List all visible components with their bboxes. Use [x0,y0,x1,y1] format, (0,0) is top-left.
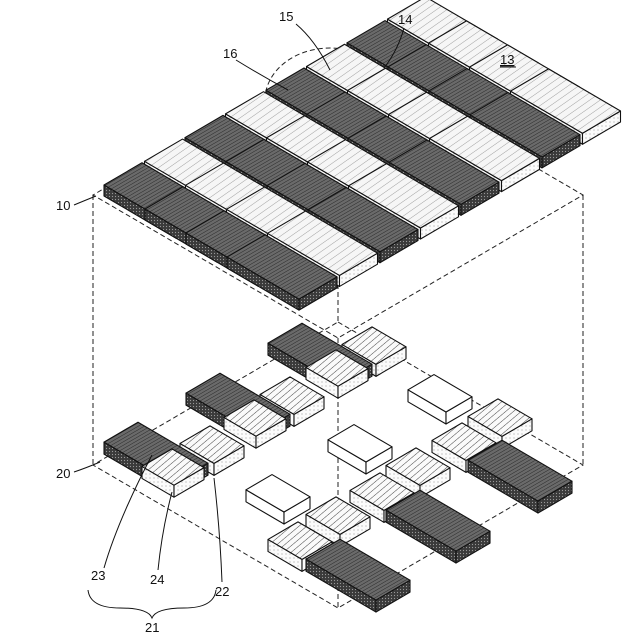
brace-21 [88,590,216,618]
plain-tile-3 [408,375,472,424]
leader-16 [236,60,288,90]
label-20: 20 [56,466,70,481]
dark-tile-23-20 [306,539,410,612]
leader-24 [158,492,172,570]
leader-22 [214,478,222,582]
figure-ref-13: 13 [500,52,514,67]
label-21: 21 [145,620,159,635]
dark-tile-23-12 [468,440,572,513]
label-14: 14 [398,12,412,27]
label-23: 23 [91,568,105,583]
upper-tile-layer-10 [104,0,621,310]
label-16: 16 [223,46,237,61]
label-10: 10 [56,198,70,213]
plain-tile-15 [246,475,310,524]
leader-20 [74,462,100,472]
label-15: 15 [279,9,293,24]
label-24: 24 [150,572,164,587]
label-22: 22 [215,584,229,599]
dark-tile-23-17 [386,490,490,563]
